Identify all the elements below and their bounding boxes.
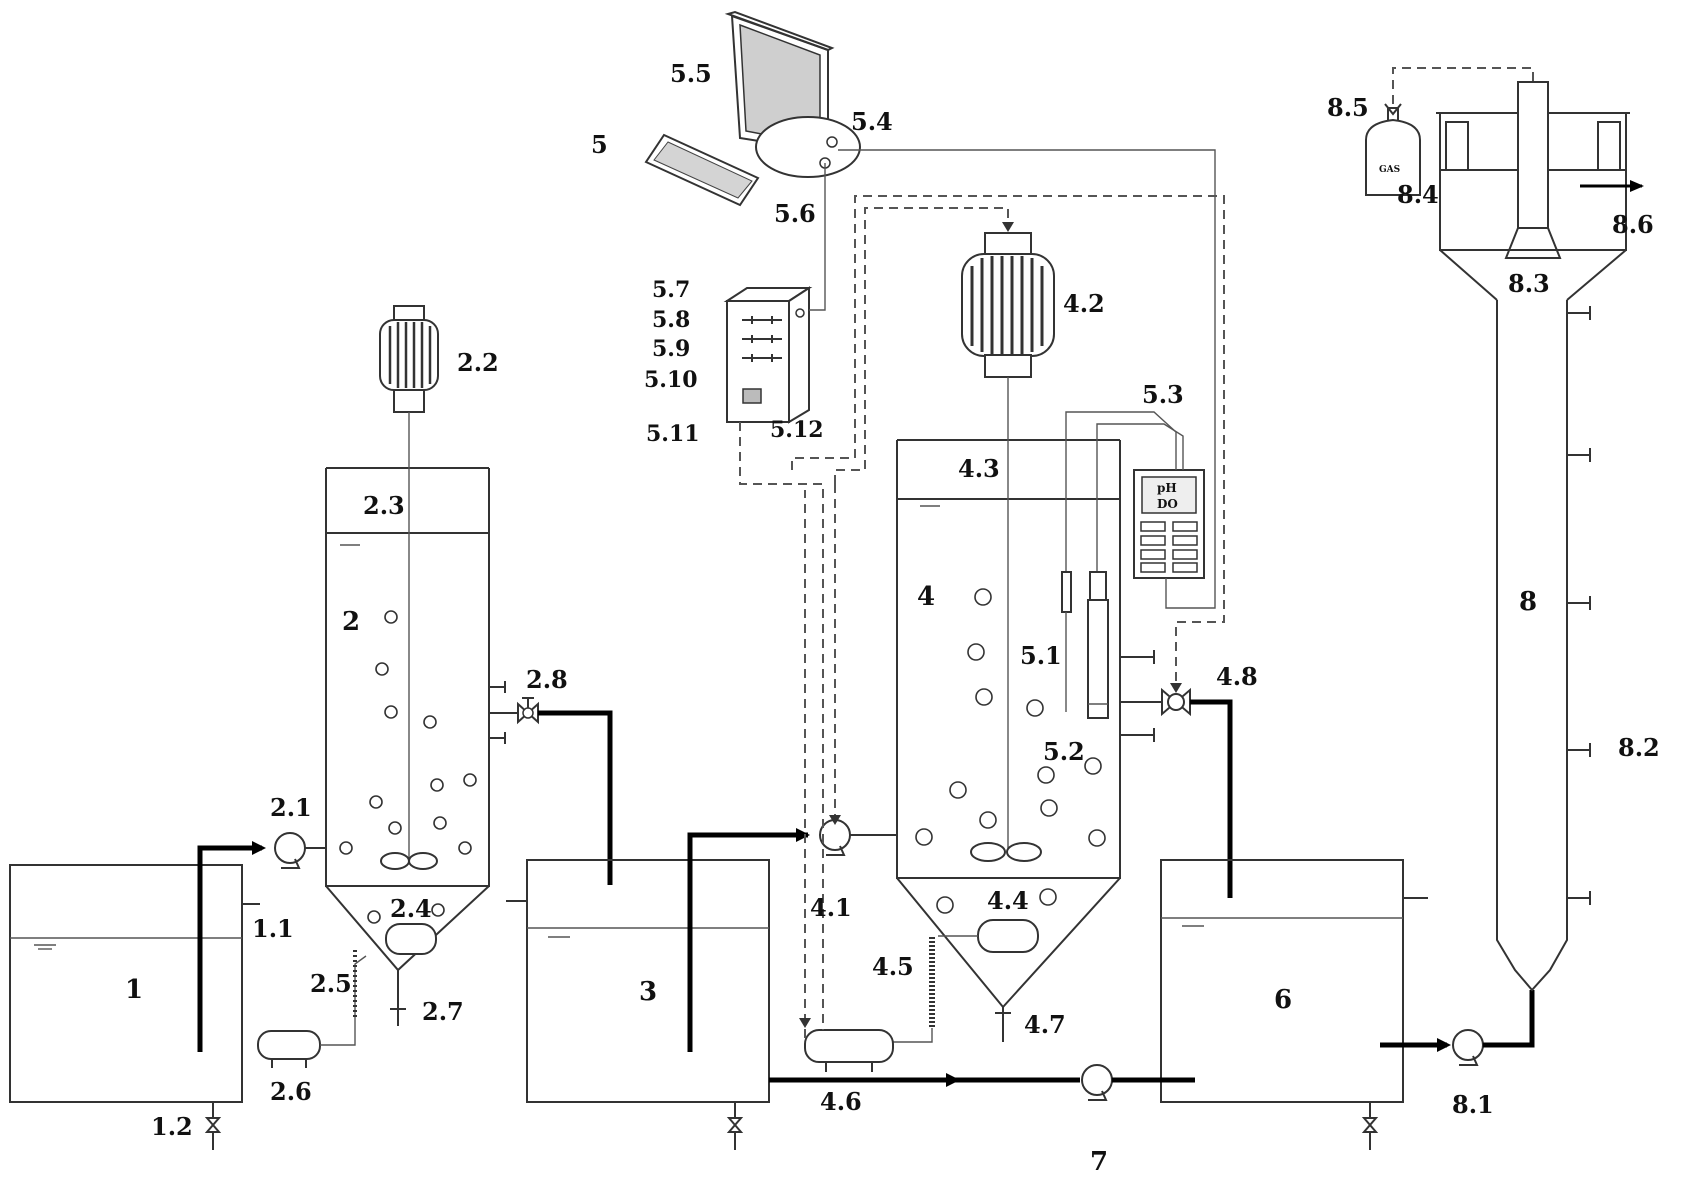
label-2-2: 2.2 [457, 348, 499, 377]
label-2-4: 2.4 [390, 894, 432, 923]
tank-3 [506, 859, 770, 1150]
label-5: 5 [591, 130, 608, 159]
label-5-12: 5.12 [770, 417, 824, 443]
column-8 [1365, 67, 1644, 992]
reactor-4 [804, 232, 1191, 1072]
label-4-4: 4.4 [987, 886, 1029, 915]
pump-8-1 [1452, 1029, 1484, 1066]
label-4-3: 4.3 [958, 454, 1000, 483]
meter-ph-label: pH [1157, 481, 1177, 495]
label-4: 4 [917, 582, 935, 612]
tank-1 [9, 864, 260, 1150]
meter-do-label: DO [1157, 497, 1178, 511]
label-5-8: 5.8 [652, 307, 690, 333]
pump-4-1 [819, 819, 897, 856]
label-1-1: 1.1 [252, 914, 294, 943]
label-5-1: 5.1 [1020, 641, 1062, 670]
label-4-5: 4.5 [872, 952, 914, 981]
label-5-2: 5.2 [1043, 737, 1085, 766]
label-5-3: 5.3 [1142, 380, 1184, 409]
label-6: 6 [1274, 985, 1292, 1015]
label-2: 2 [342, 607, 360, 637]
label-8-5: 8.5 [1327, 93, 1369, 122]
label-5-10: 5.10 [644, 367, 698, 393]
label-2-5: 2.5 [310, 969, 352, 998]
label-1: 1 [125, 975, 143, 1005]
label-5-6: 5.6 [774, 199, 816, 228]
label-5-7: 5.7 [652, 277, 690, 303]
control-system-5 [644, 10, 1225, 1038]
label-2-7: 2.7 [422, 997, 464, 1026]
label-1-2: 1.2 [151, 1112, 193, 1141]
pipe-1-to-2 [197, 845, 262, 1052]
reactor-2 [257, 305, 539, 1068]
label-7: 7 [1090, 1147, 1108, 1177]
label-5-5: 5.5 [670, 59, 712, 88]
pump-2-1 [274, 832, 326, 869]
label-5-11: 5.11 [646, 421, 700, 447]
label-8-1: 8.1 [1452, 1090, 1494, 1119]
gas-cylinder-label: GAS [1379, 165, 1400, 175]
label-2-1: 2.1 [270, 793, 312, 822]
label-8-6: 8.6 [1612, 210, 1654, 239]
pipe-4-to-6 [1190, 699, 1233, 898]
tank-6 [1160, 859, 1428, 1150]
label-4-6: 4.6 [820, 1087, 862, 1116]
pump-7 [1081, 1064, 1113, 1101]
label-5-4: 5.4 [851, 107, 893, 136]
label-2-8: 2.8 [526, 665, 568, 694]
label-8-3: 8.3 [1508, 269, 1550, 298]
label-8-2: 8.2 [1618, 733, 1660, 762]
label-2-6: 2.6 [270, 1077, 312, 1106]
pipe-3-to-4 [687, 832, 808, 1052]
label-8: 8 [1519, 587, 1537, 617]
label-3: 3 [639, 977, 657, 1007]
label-8-4: 8.4 [1397, 180, 1439, 209]
label-4-1: 4.1 [810, 893, 852, 922]
label-4-2: 4.2 [1063, 289, 1105, 318]
pipe-2-to-3 [538, 710, 613, 885]
label-2-3: 2.3 [363, 491, 405, 520]
label-4-7: 4.7 [1024, 1010, 1066, 1039]
label-5-9: 5.9 [652, 336, 690, 362]
label-4-8: 4.8 [1216, 662, 1258, 691]
component-labels: 1 1.1 1.2 2 2.1 2.2 2.3 2.4 2.5 2.6 2.7 … [125, 59, 1660, 1177]
